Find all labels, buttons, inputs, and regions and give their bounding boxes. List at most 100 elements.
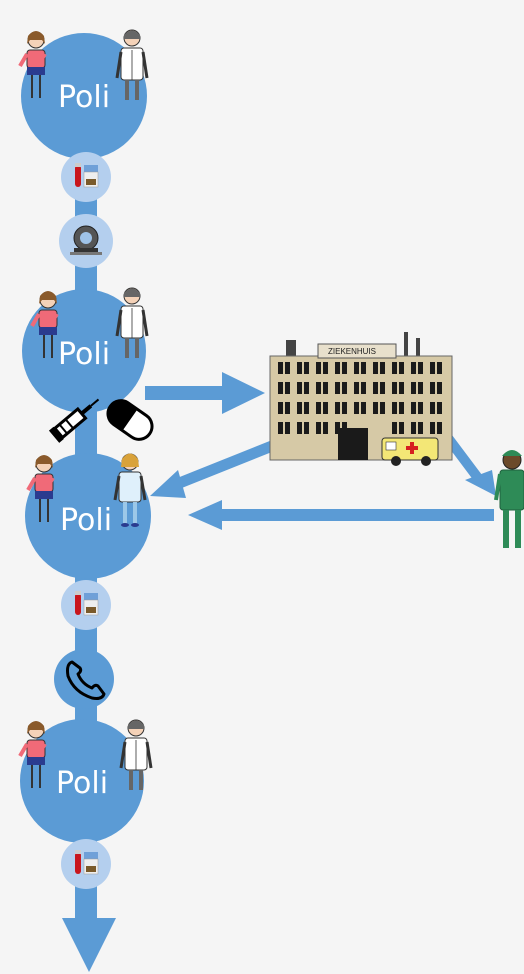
arrow-hospital-to-surgeon-head — [465, 470, 496, 496]
hospital-window — [418, 382, 423, 394]
hospital-window — [437, 362, 442, 374]
syringe-icon — [48, 398, 100, 443]
hospital-window — [304, 362, 309, 374]
hospital-window — [278, 422, 283, 434]
hospital-window — [430, 402, 435, 414]
mri-scanner-icon — [70, 225, 102, 255]
lab-test-step — [61, 839, 111, 889]
hospital-window — [304, 402, 309, 414]
hospital-window — [354, 362, 359, 374]
hospital-window — [285, 382, 290, 394]
hospital-window — [335, 422, 340, 434]
poli-node: Poli — [18, 28, 149, 159]
hospital-window — [297, 422, 302, 434]
hospital-window — [285, 422, 290, 434]
hospital-window — [380, 402, 385, 414]
hospital-window — [316, 402, 321, 414]
hospital-window — [399, 362, 404, 374]
hospital-window — [411, 362, 416, 374]
arrow-to-hospital — [145, 386, 230, 400]
poli-node: Poli — [22, 286, 149, 413]
hospital-window — [430, 362, 435, 374]
hospital-window — [430, 422, 435, 434]
lab-test-icon — [74, 162, 99, 188]
arrow-to-hospital-head — [222, 372, 265, 414]
hospital-window — [278, 382, 283, 394]
hospital-window — [373, 382, 378, 394]
hospital-window — [361, 402, 366, 414]
hospital-building-icon: ZIEKENHUIS — [269, 332, 453, 466]
hospital-window — [392, 402, 397, 414]
lab-test-step — [61, 152, 111, 202]
hospital-sign: ZIEKENHUIS — [328, 347, 376, 356]
hospital-window — [418, 362, 423, 374]
hospital-window — [361, 362, 366, 374]
hospital-window — [392, 382, 397, 394]
pill-icon — [106, 399, 154, 441]
hospital-window — [323, 382, 328, 394]
hospital-window — [304, 382, 309, 394]
arrow-hospital-to-poli-head — [150, 470, 186, 498]
poli-node: Poli — [25, 451, 151, 579]
hospital-window — [418, 422, 423, 434]
hospital-window — [373, 402, 378, 414]
hospital-window — [297, 362, 302, 374]
hospital-window — [392, 422, 397, 434]
hospital-window — [399, 382, 404, 394]
hospital-window — [361, 382, 366, 394]
phone-icon — [66, 660, 106, 700]
poli-label: Poli — [56, 766, 108, 801]
hospital-window — [437, 422, 442, 434]
hospital-window — [323, 402, 328, 414]
hospital-window — [304, 422, 309, 434]
mri-step — [59, 214, 113, 268]
hospital-window — [399, 402, 404, 414]
hospital-window — [437, 402, 442, 414]
hospital-window — [380, 362, 385, 374]
hospital-window — [297, 402, 302, 414]
hospital-window — [278, 362, 283, 374]
hospital-window — [392, 362, 397, 374]
surgeon-icon — [494, 450, 524, 548]
hospital-window — [373, 362, 378, 374]
hospital-window — [354, 382, 359, 394]
hospital-window — [316, 422, 321, 434]
poli-label: Poli — [58, 80, 110, 115]
hospital-window — [342, 362, 347, 374]
poli-label: Poli — [58, 337, 110, 372]
hospital-window — [342, 382, 347, 394]
hospital-window — [335, 402, 340, 414]
hospital-window — [316, 382, 321, 394]
hospital-window — [430, 382, 435, 394]
ambulance-icon — [381, 437, 439, 466]
arrow-hospital-to-poli — [169, 440, 275, 492]
hospital-window — [278, 402, 283, 414]
arrow-hospital-to-surgeon — [444, 435, 482, 481]
hospital-window — [323, 422, 328, 434]
lab-test-icon — [74, 590, 99, 616]
bottom-arrow-head — [62, 918, 116, 972]
hospital-window — [399, 422, 404, 434]
hospital-window — [285, 362, 290, 374]
hospital-window — [411, 402, 416, 414]
hospital-window — [411, 382, 416, 394]
hospital-window — [335, 382, 340, 394]
hospital-window — [335, 362, 340, 374]
hospital-window — [354, 402, 359, 414]
hospital-window — [316, 362, 321, 374]
hospital-window — [297, 382, 302, 394]
arrow-surgeon-to-poli — [218, 509, 494, 521]
poli-label: Poli — [60, 503, 112, 538]
hospital-window — [411, 422, 416, 434]
hospital-window — [323, 362, 328, 374]
arrow-surgeon-to-poli-head — [188, 500, 222, 530]
hospital-window — [437, 382, 442, 394]
hospital-window — [342, 402, 347, 414]
hospital-window — [285, 402, 290, 414]
lab-test-icon — [74, 849, 99, 875]
hospital-window — [418, 402, 423, 414]
phone-step — [54, 649, 114, 709]
poli-node: Poli — [18, 718, 153, 843]
hospital-window — [380, 382, 385, 394]
